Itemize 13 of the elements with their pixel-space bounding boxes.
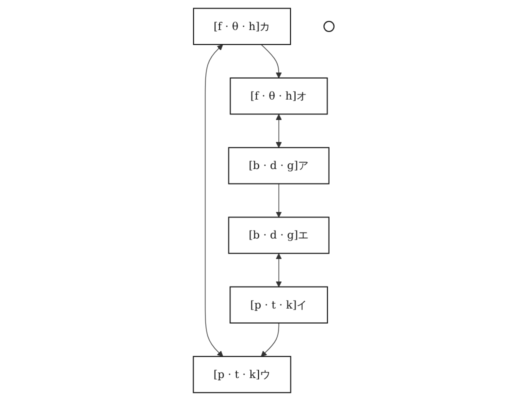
arrow (276, 114, 282, 148)
node-box: [p · t · k]イ (230, 286, 328, 324)
node-box: [f · θ · h]オ (230, 78, 328, 115)
arrow (205, 44, 224, 357)
node-circle (324, 20, 335, 32)
node-box: [b · d · g]エ (228, 216, 330, 254)
node-box: [b · d · g]ア (228, 147, 330, 184)
arrow (261, 44, 282, 78)
arrow (276, 253, 282, 288)
node-box: [p · t · k]ウ (193, 356, 292, 394)
node-box: [f · θ · h]カ (193, 8, 292, 46)
arrow (261, 322, 280, 357)
arrow (276, 183, 282, 218)
